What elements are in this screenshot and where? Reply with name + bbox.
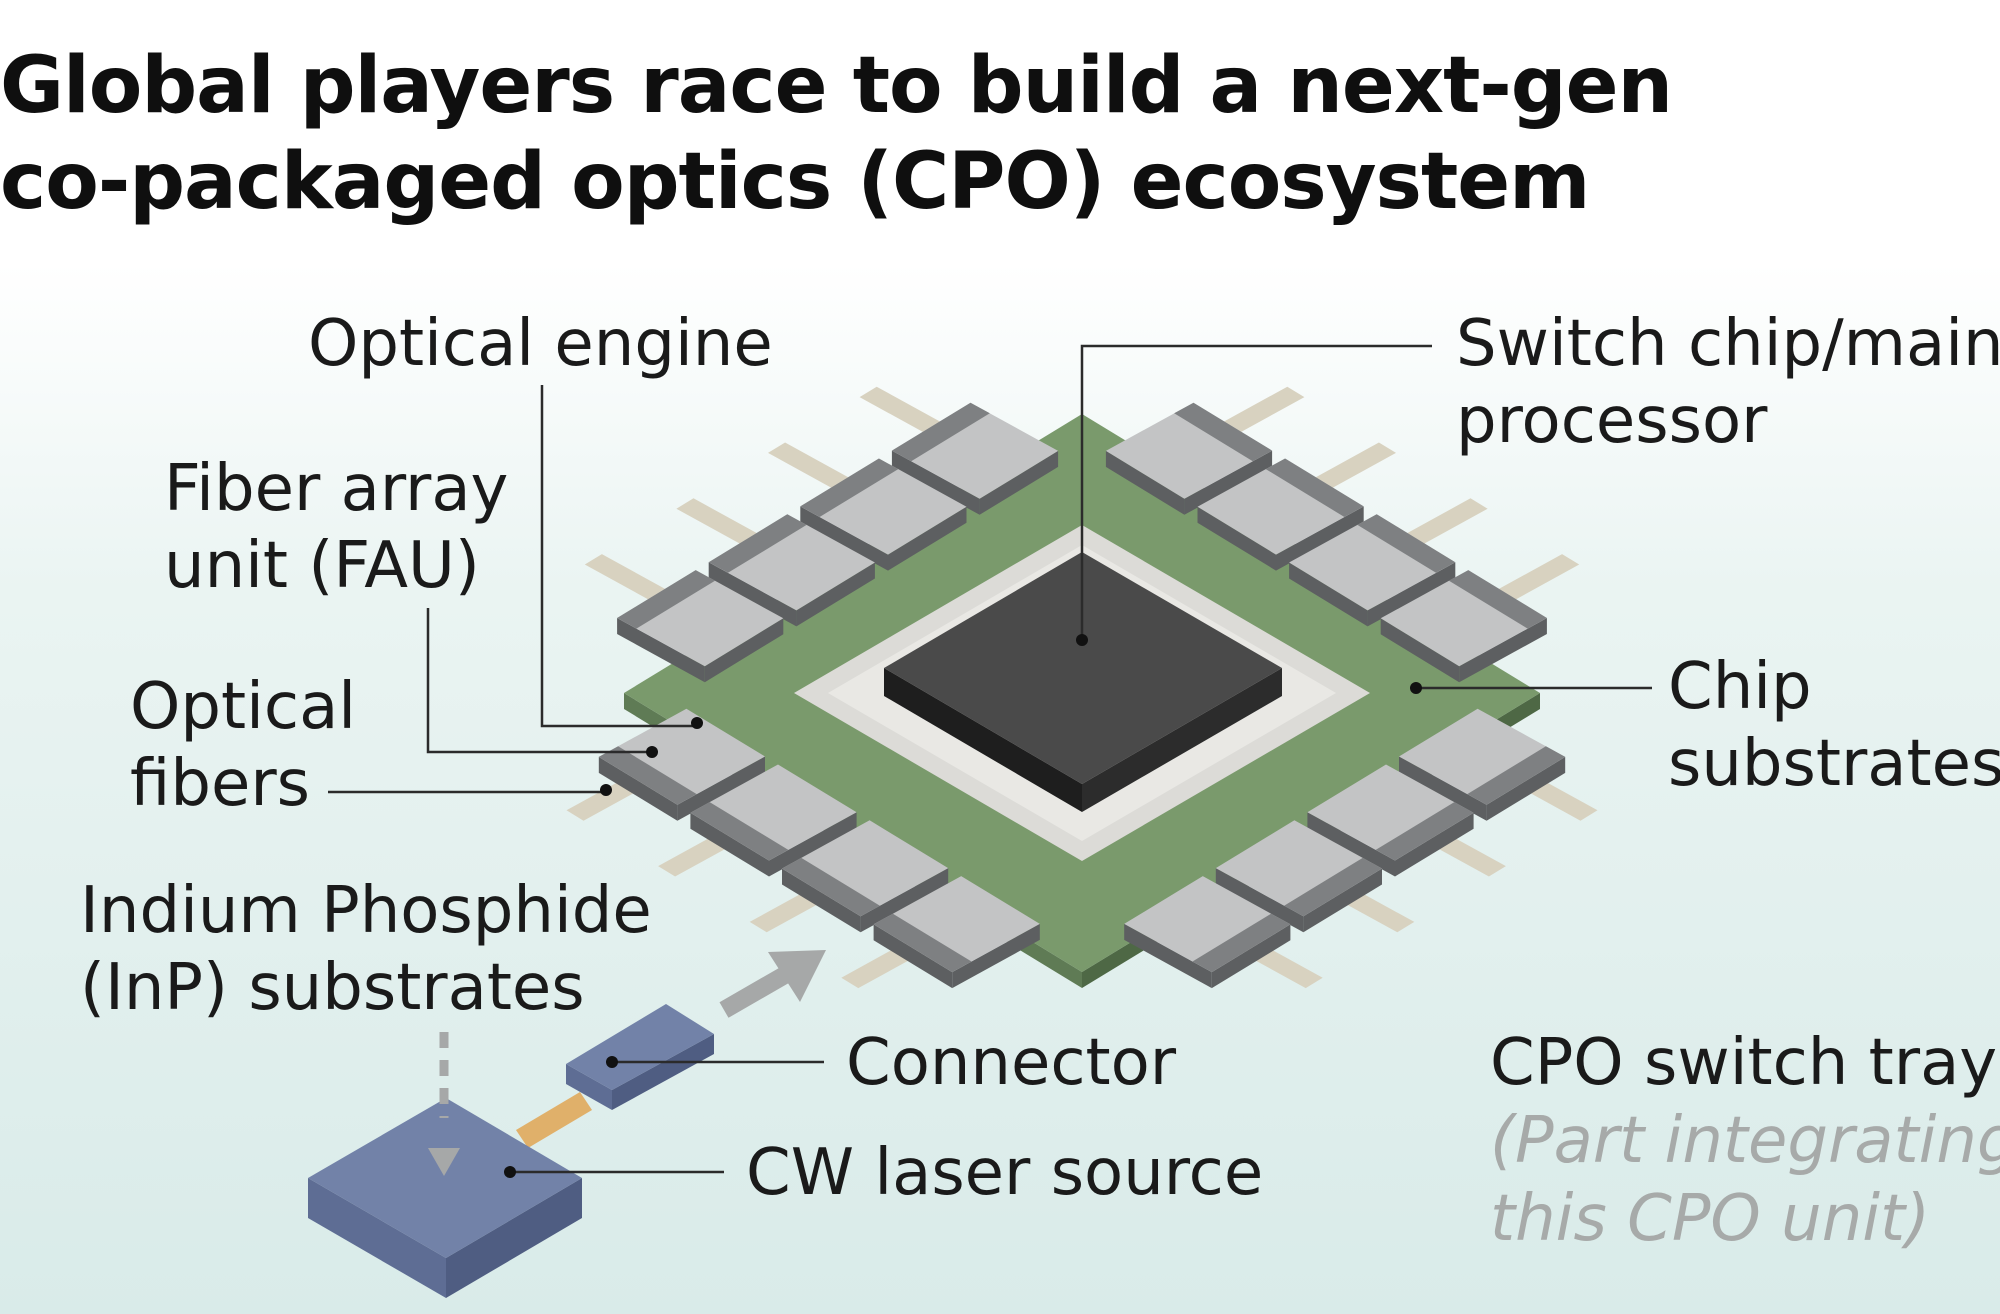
fiber-array-unit-9	[598, 746, 697, 805]
laser-assembly	[308, 950, 826, 1298]
label-switch-chip-line-1: Switch chip/main	[1456, 307, 2000, 381]
label-chip-substrates-line-1: Chip	[1668, 650, 1812, 724]
dot-cw-laser	[504, 1166, 516, 1178]
dot-optical-fibers	[600, 784, 612, 796]
switch-chip-left-side	[884, 668, 1082, 812]
laser-link-bar	[516, 1092, 592, 1148]
optical-engine-side-12	[873, 924, 953, 989]
optical-engine-side-12	[952, 923, 1040, 989]
switch-chip-right-side	[1082, 668, 1282, 812]
label-optical-fibers-line-2: fibers	[130, 747, 310, 821]
optical-engine-side-2	[800, 506, 888, 571]
optical-engine-side-9	[598, 756, 678, 821]
fiber-array-unit-3	[708, 514, 807, 573]
leader-dots	[504, 634, 1422, 1178]
fiber-array-unit-16	[1192, 913, 1291, 973]
optical-engine-side-13	[1486, 756, 1566, 821]
fiber-array-unit-14	[1375, 802, 1474, 861]
label-fau-line-2: unit (FAU)	[164, 529, 480, 603]
connector-right-side	[612, 1034, 714, 1110]
label-tray-note-line-2: this CPO unit)	[1490, 1182, 1930, 1256]
fiber-array-unit-1	[891, 402, 990, 462]
optical-engine-side-3	[708, 562, 797, 627]
switch-chip	[884, 552, 1282, 784]
fiber-array-unit-15	[1284, 857, 1382, 917]
leader-switch-chip	[1080, 344, 1432, 640]
label-switch-chip-line-2: processor	[1456, 384, 1768, 458]
label-tray-note-line-1: (Part integrating	[1490, 1104, 2000, 1178]
optical-engine-side-10	[769, 812, 857, 877]
dot-fau	[646, 746, 658, 758]
labels: Optical engine Switch chip/main processo…	[80, 307, 2000, 1256]
leader-optical-engine	[540, 385, 695, 728]
optical-engine-side-16	[1211, 924, 1291, 989]
label-connector: Connector	[846, 1026, 1177, 1100]
fiber-array-unit-7	[1357, 514, 1456, 573]
optical-engine-side-8	[1380, 618, 1460, 683]
fiber-array-unit-2	[800, 458, 899, 517]
optical-engine-side-6	[1276, 506, 1364, 571]
cw-laser-source	[308, 1098, 582, 1258]
optical-engine-side-1	[979, 450, 1059, 515]
label-chip-substrates-line-2: substrates	[1668, 727, 2000, 801]
diagram-title: Global players race to build a next-gen …	[0, 38, 1673, 230]
fiber-array-unit-10	[690, 802, 789, 861]
dot-connector	[606, 1056, 618, 1068]
optical-engine-side-14	[1307, 812, 1395, 877]
label-tray-title: CPO switch tray	[1490, 1026, 1997, 1100]
cw-laser-right-side	[446, 1178, 582, 1298]
connector	[566, 1004, 714, 1090]
optical-engine-side-15	[1215, 868, 1304, 933]
optical-engine-side-4	[704, 618, 784, 683]
fiber-array-unit-5	[1174, 402, 1273, 462]
connector-arrow-head	[768, 950, 826, 1002]
optical-engine-side-4	[617, 618, 705, 683]
fiber-array-unit-4	[617, 570, 715, 629]
dot-chip-substrates	[1410, 682, 1422, 694]
optical-engine-side-13	[1399, 756, 1487, 821]
leader-fau	[426, 608, 652, 754]
label-inp-line-1: Indium Phosphide	[80, 874, 652, 948]
optical-engine-side-5	[1184, 450, 1273, 515]
label-optical-fibers-line-1: Optical	[130, 670, 356, 744]
label-fau-line-1: Fiber array	[164, 452, 508, 526]
optical-engine-side-9	[677, 756, 765, 821]
leader-lines	[328, 344, 1652, 1174]
fiber-array-unit-12	[873, 913, 972, 973]
dot-switch-chip	[1076, 634, 1088, 646]
connector-left-side	[566, 1064, 612, 1110]
label-optical-engine: Optical engine	[308, 307, 773, 381]
optical-engine-side-3	[796, 562, 875, 627]
label-inp-line-2: (InP) substrates	[80, 951, 585, 1025]
optical-engine-side-16	[1124, 923, 1212, 989]
optical-engine-side-10	[690, 812, 769, 877]
optical-engine-side-7	[1289, 562, 1368, 627]
optical-engine-side-11	[860, 868, 949, 933]
optical-engines-group	[598, 402, 1566, 989]
optical-engine-side-2	[888, 506, 967, 571]
optical-engine-side-7	[1367, 562, 1456, 627]
optical-engine-side-1	[891, 450, 980, 515]
optical-engine-side-15	[1303, 868, 1382, 933]
cw-laser-left-side	[308, 1178, 446, 1298]
fiber-array-unit-13	[1467, 746, 1566, 805]
optical-engine-side-8	[1459, 618, 1547, 683]
fiber-array-unit-8	[1449, 570, 1547, 629]
title-line-2: co-packaged optics (CPO) ecosystem	[0, 137, 1590, 227]
title-line-1: Global players race to build a next-gen	[0, 41, 1673, 131]
dot-optical-engine	[691, 717, 703, 729]
optical-engine-side-11	[782, 868, 861, 933]
optical-engine-side-6	[1197, 506, 1276, 571]
label-cw-laser: CW laser source	[746, 1136, 1263, 1210]
connector-arrow-shaft	[719, 964, 795, 1018]
fiber-array-unit-6	[1265, 458, 1364, 517]
inp-arrow-head	[428, 1148, 460, 1176]
optical-engine-side-5	[1105, 450, 1185, 515]
optical-engine-side-14	[1395, 812, 1474, 877]
fiber-array-unit-11	[782, 857, 880, 917]
